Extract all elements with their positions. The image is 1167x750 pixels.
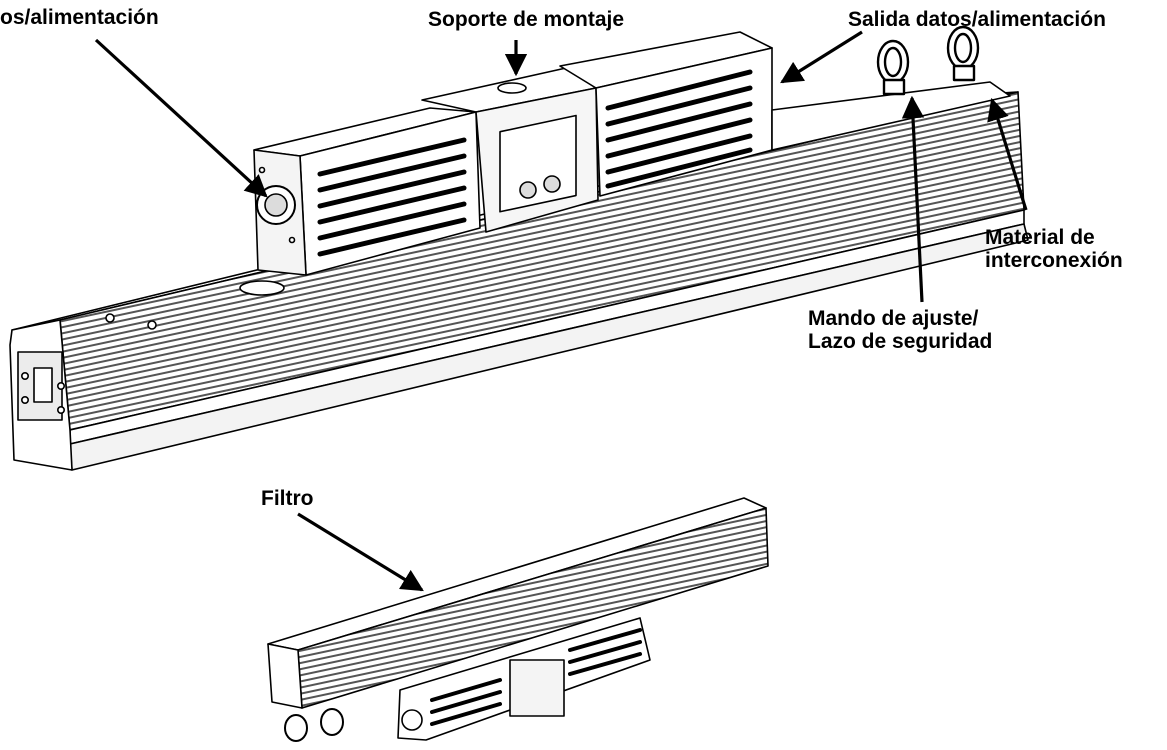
- label-interconnect-line2: interconexión: [985, 249, 1123, 272]
- arrow-input: [94, 38, 268, 198]
- arrow-output: [780, 30, 863, 84]
- right-housing-vents: [605, 69, 753, 189]
- eye-bolt-1: [876, 39, 910, 96]
- label-mounting-bracket: Soporte de montaje: [428, 8, 625, 31]
- top-fixture: [9, 25, 1029, 471]
- left-housing-vents: [317, 137, 467, 257]
- label-interconnect: Material de interconexión: [985, 226, 1123, 272]
- label-knob-line2: Lazo de seguridad: [808, 330, 993, 353]
- lower-connector: [401, 709, 423, 731]
- lower-bar-end: [267, 643, 303, 709]
- label-input: os/alimentación: [0, 6, 159, 29]
- arrow-interconnect: [987, 97, 1028, 211]
- eye-bolt-2: [946, 25, 980, 82]
- label-filter: Filtro: [261, 487, 314, 510]
- arrow-filter: [297, 512, 424, 592]
- label-knob: Mando de ajuste/ Lazo de seguridad: [808, 307, 992, 353]
- arrow-knob: [901, 95, 925, 303]
- callout-arrows: [94, 30, 1028, 592]
- label-output: Salida datos/alimentación: [848, 8, 1106, 31]
- bottom-fixture: [267, 497, 769, 742]
- top-plate: [771, 81, 1011, 151]
- label-knob-line1: Mando de ajuste/: [808, 307, 979, 330]
- label-interconnect-line1: Material de: [985, 226, 1095, 249]
